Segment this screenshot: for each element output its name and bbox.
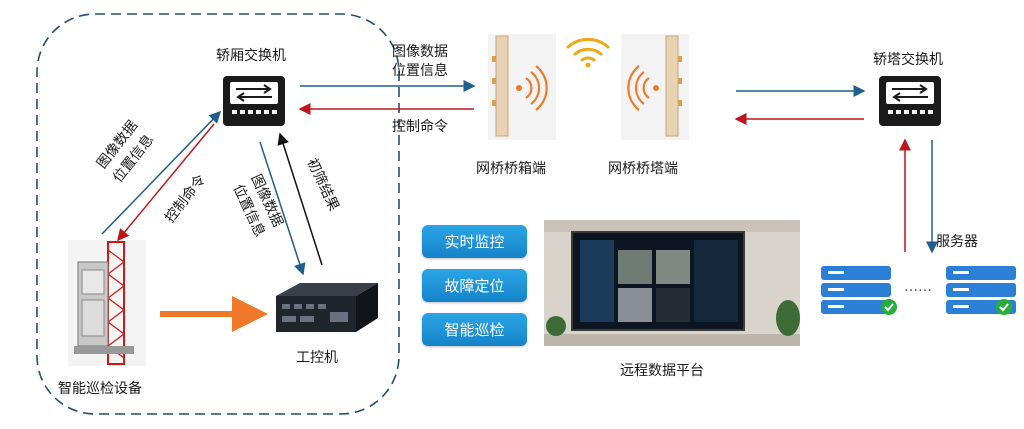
image-data-label-top-line1: 图像数据 — [392, 44, 448, 60]
position-info-label-top-line2: 位置信息 — [392, 63, 448, 79]
arrow-pc-to-switch — [277, 132, 323, 266]
edge-device-boundary — [36, 13, 400, 415]
inspection-device-label: 智能巡检设备 — [58, 381, 142, 397]
bridge-cabin-label: 网桥桥箱端 — [476, 161, 546, 177]
arrow-device-to-switch — [101, 110, 222, 235]
arrow-switch-to-device — [117, 123, 215, 242]
cabin-switch-label: 轿厢交换机 — [216, 48, 286, 64]
server-icon-left — [821, 266, 897, 315]
industrial-pc-label: 工控机 — [296, 350, 338, 366]
bridge-cabin-icon — [488, 34, 556, 140]
tower-switch-label: 轿塔交换机 — [873, 52, 943, 68]
bridge-tower-label: 网桥桥塔端 — [608, 161, 678, 177]
remote-platform-label: 远程数据平台 — [620, 363, 704, 379]
control-command-label-top: 控制命令 — [392, 119, 448, 135]
remote-platform-photo — [544, 220, 800, 346]
server-label: 服务器 — [936, 234, 978, 250]
industrial-pc-icon — [276, 283, 378, 332]
arrow-switch-to-pc — [259, 141, 306, 276]
smart-inspection-button[interactable]: 智能巡检 — [422, 313, 527, 346]
inspection-device-icon — [68, 240, 146, 366]
cabin-switch-icon — [223, 76, 285, 126]
server-ellipsis: …… — [904, 279, 932, 295]
tower-switch-icon — [879, 76, 941, 126]
realtime-monitor-button[interactable]: 实时监控 — [422, 225, 527, 258]
fault-locate-button[interactable]: 故障定位 — [422, 269, 527, 302]
wifi-icon — [566, 37, 610, 68]
bridge-tower-icon — [621, 34, 689, 140]
server-icon-right — [946, 266, 1016, 315]
